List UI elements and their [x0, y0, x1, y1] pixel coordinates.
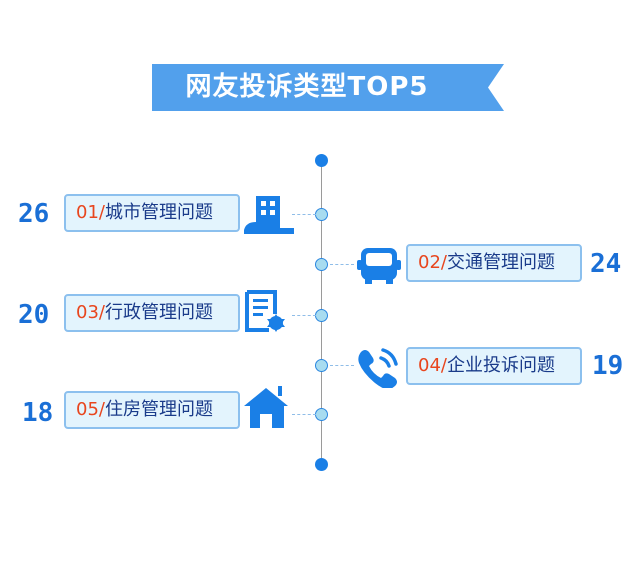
item-value: 20 — [18, 300, 50, 330]
page-title: 网友投诉类型TOP5 — [185, 72, 429, 102]
title-banner: 网友投诉类型TOP5 — [152, 64, 504, 111]
timeline-start-dot — [315, 154, 328, 167]
bus-icon — [357, 248, 401, 284]
document-settings-icon — [245, 290, 285, 332]
connector — [292, 414, 316, 415]
timeline-end-dot — [315, 458, 328, 471]
item-label: 05/住房管理问题 — [64, 391, 240, 429]
item-label: 01/城市管理问题 — [64, 194, 240, 232]
connector — [330, 264, 354, 265]
connector — [330, 365, 354, 366]
item-name: 行政管理问题 — [104, 302, 213, 323]
timeline-node — [315, 258, 328, 271]
timeline-node — [315, 359, 328, 372]
timeline-node — [315, 309, 328, 322]
item-rank: 03/ — [76, 302, 105, 323]
item-value: 26 — [18, 199, 50, 229]
item-name: 城市管理问题 — [104, 202, 213, 223]
item-name: 交通管理问题 — [446, 252, 555, 273]
item-value: 19 — [592, 351, 624, 381]
item-value: 24 — [590, 249, 622, 279]
phone-icon — [358, 348, 398, 388]
item-name: 住房管理问题 — [104, 399, 213, 420]
item-rank: 04/ — [418, 355, 447, 376]
building-icon — [244, 196, 294, 234]
item-rank: 02/ — [418, 252, 447, 273]
connector — [292, 214, 316, 215]
item-rank: 05/ — [76, 399, 105, 420]
timeline-node — [315, 208, 328, 221]
item-name: 企业投诉问题 — [446, 355, 555, 376]
banner-shape — [152, 64, 504, 111]
item-label: 03/行政管理问题 — [64, 294, 240, 332]
timeline-node — [315, 408, 328, 421]
item-rank: 01/ — [76, 202, 105, 223]
house-icon — [244, 386, 288, 428]
connector — [292, 315, 316, 316]
item-label: 02/交通管理问题 — [406, 244, 582, 282]
item-label: 04/企业投诉问题 — [406, 347, 582, 385]
item-value: 18 — [22, 398, 54, 428]
